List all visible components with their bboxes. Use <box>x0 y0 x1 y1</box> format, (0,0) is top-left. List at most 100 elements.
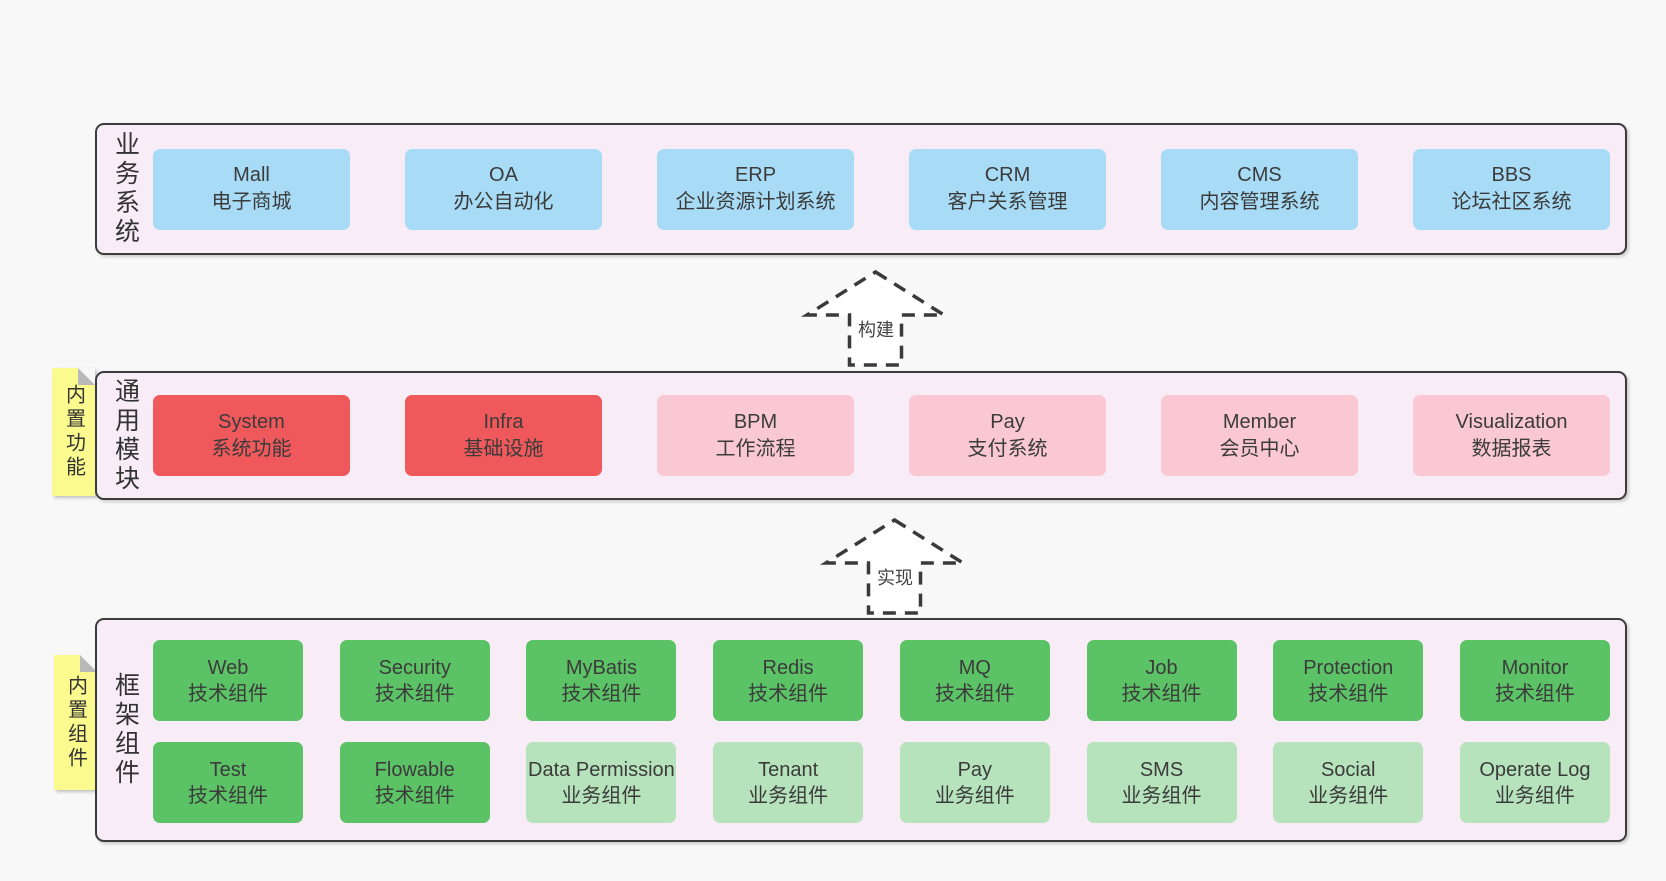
box-subtitle: 技术组件 <box>1121 682 1202 705</box>
box-job: Job 技术组件 <box>1086 640 1237 721</box>
box-title: Security <box>378 656 451 679</box>
box-title: Flowable <box>374 758 455 781</box>
box-title: SMS <box>1139 758 1184 781</box>
box-infra: Infra 基础设施 <box>405 395 602 476</box>
box-subtitle: 论坛社区系统 <box>1451 191 1572 213</box>
business-systems-boxes: Mall 电子商城 OA 办公自动化 ERP 企业资源计划系统 CRM 客户关系… <box>153 125 1610 253</box>
box-title: BBS <box>1491 164 1532 186</box>
framework-components-rows: Web 技术组件 Security 技术组件 MyBatis 技术组件 Redi… <box>153 640 1610 823</box>
box-subtitle: 技术组件 <box>748 682 829 705</box>
box-subtitle: 技术组件 <box>1494 682 1575 705</box>
layer-business-systems: 业务系统 Mall 电子商城 OA 办公自动化 ERP 企业资源计划系统 CRM… <box>95 123 1627 255</box>
box-title: CMS <box>1237 164 1282 186</box>
box-title: System <box>218 410 285 433</box>
box-subtitle: 系统功能 <box>211 437 292 460</box>
framework-components-row-2: Test 技术组件 Flowable 技术组件 Data Permission … <box>153 742 1610 823</box>
box-monitor: Monitor 技术组件 <box>1459 640 1610 721</box>
box-title: Pay <box>990 410 1025 433</box>
box-subtitle: 技术组件 <box>374 784 455 807</box>
arrow-implement-label: 实现 <box>874 564 916 590</box>
box-subtitle: 技术组件 <box>374 682 455 705</box>
box-social: Social 业务组件 <box>1273 742 1424 823</box>
box-operate-log: Operate Log 业务组件 <box>1459 742 1610 823</box>
box-member: Member 会员中心 <box>1161 395 1358 476</box>
box-title: BPM <box>733 410 778 433</box>
box-mq: MQ 技术组件 <box>899 640 1050 721</box>
box-data-permission: Data Permission 业务组件 <box>526 742 677 823</box>
box-protection: Protection 技术组件 <box>1273 640 1424 721</box>
box-subtitle: 内容管理系统 <box>1199 191 1320 213</box>
box-subtitle: 业务组件 <box>934 784 1015 807</box>
box-web: Web 技术组件 <box>153 640 303 721</box>
box-subtitle: 支付系统 <box>967 437 1048 460</box>
arrow-implement: 实现 <box>815 516 975 617</box>
box-subtitle: 技术组件 <box>934 682 1015 705</box>
box-subtitle: 企业资源计划系统 <box>675 191 836 213</box>
box-title: Mall <box>233 164 270 186</box>
box-title: Pay <box>957 758 993 781</box>
box-title: Redis <box>762 656 814 679</box>
box-pay-module: Pay 支付系统 <box>909 395 1106 476</box>
box-title: Protection <box>1303 656 1394 679</box>
box-visualization: Visualization 数据报表 <box>1413 395 1610 476</box>
box-system: System 系统功能 <box>153 395 350 476</box>
arrow-build: 构建 <box>796 268 956 369</box>
box-subtitle: 技术组件 <box>188 784 268 807</box>
box-title: OA <box>489 164 518 186</box>
layer-label-common-modules: 通用模块 <box>111 377 140 494</box>
box-title: Infra <box>483 410 524 433</box>
layer-framework-components: 框架组件 Web 技术组件 Security 技术组件 MyBatis 技术组件… <box>95 618 1627 842</box>
box-title: Data Permission <box>528 758 675 781</box>
box-sms: SMS 业务组件 <box>1086 742 1237 823</box>
layer-label-framework-components: 框架组件 <box>111 672 140 788</box>
box-security: Security 技术组件 <box>339 640 490 721</box>
box-title: Web <box>207 656 249 679</box>
box-oa: OA 办公自动化 <box>405 148 602 230</box>
box-subtitle: 客户关系管理 <box>947 191 1068 213</box>
box-title: MyBatis <box>565 656 637 679</box>
box-subtitle: 业务组件 <box>1308 784 1389 807</box>
box-title: CRM <box>984 164 1031 186</box>
box-pay-component: Pay 业务组件 <box>899 742 1050 823</box>
box-title: Tenant <box>758 758 819 781</box>
box-mall: Mall 电子商城 <box>153 148 350 230</box>
box-subtitle: 技术组件 <box>188 682 268 705</box>
box-title: Monitor <box>1501 656 1569 679</box>
box-title: MQ <box>958 656 991 679</box>
box-crm: CRM 客户关系管理 <box>909 148 1106 230</box>
layer-label-business-systems: 业务系统 <box>111 131 140 247</box>
box-subtitle: 办公自动化 <box>453 191 554 213</box>
framework-components-row-1: Web 技术组件 Security 技术组件 MyBatis 技术组件 Redi… <box>153 640 1610 721</box>
layer-common-modules: 通用模块 System 系统功能 Infra 基础设施 BPM 工作流程 Pay… <box>95 371 1627 500</box>
sticky-note-built-in-features: 内置功能 <box>52 368 95 496</box>
box-subtitle: 技术组件 <box>561 682 642 705</box>
arrow-build-label: 构建 <box>855 316 897 342</box>
box-cms: CMS 内容管理系统 <box>1161 148 1358 230</box>
box-subtitle: 业务组件 <box>1121 784 1202 807</box>
box-flowable: Flowable 技术组件 <box>339 742 490 823</box>
box-test: Test 技术组件 <box>153 742 303 823</box>
box-subtitle: 工作流程 <box>715 437 796 460</box>
box-subtitle: 业务组件 <box>561 784 642 807</box>
box-bbs: BBS 论坛社区系统 <box>1413 148 1610 230</box>
box-title: Member <box>1222 410 1297 433</box>
box-subtitle: 数据报表 <box>1471 437 1552 460</box>
sticky-note-built-in-components: 内置组件 <box>54 655 97 790</box>
box-subtitle: 技术组件 <box>1308 682 1389 705</box>
box-title: Job <box>1145 656 1178 679</box>
box-subtitle: 基础设施 <box>463 437 544 460</box>
box-subtitle: 业务组件 <box>1494 784 1575 807</box>
box-title: ERP <box>734 164 777 186</box>
box-redis: Redis 技术组件 <box>713 640 864 721</box>
box-mybatis: MyBatis 技术组件 <box>526 640 677 721</box>
common-modules-boxes: System 系统功能 Infra 基础设施 BPM 工作流程 Pay 支付系统… <box>153 373 1610 498</box>
box-title: Test <box>209 758 247 781</box>
box-title: Visualization <box>1455 410 1568 433</box>
box-erp: ERP 企业资源计划系统 <box>657 148 854 230</box>
box-title: Operate Log <box>1479 758 1591 781</box>
box-title: Social <box>1320 758 1376 781</box>
box-bpm: BPM 工作流程 <box>657 395 854 476</box>
box-subtitle: 业务组件 <box>748 784 829 807</box>
box-subtitle: 电子商城 <box>211 191 292 213</box>
box-tenant: Tenant 业务组件 <box>713 742 864 823</box>
